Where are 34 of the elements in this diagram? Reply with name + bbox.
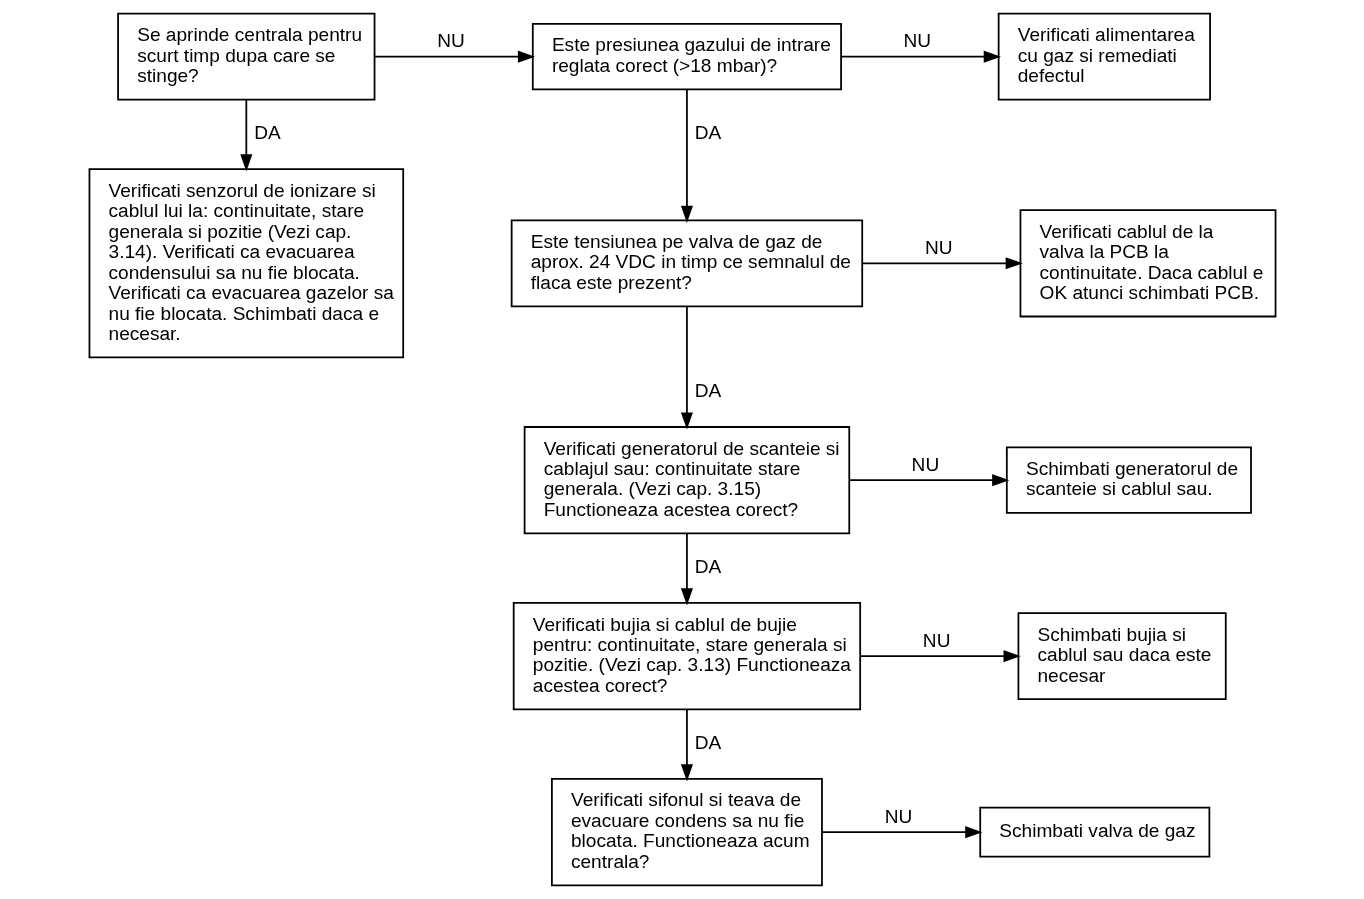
arrow xyxy=(848,474,1009,487)
node-box: Verificati sifonul si teava de evacuare condens sa nu fie blocata. Functioneaza acum centrala? xyxy=(550,778,823,887)
node-box: Este tensiunea pe valva de gaz de aprox. 24 VDC in timp ce semnalul de flaca este prezent? xyxy=(510,219,863,308)
node-box: Verificati cablul de la valva la PCB la continuitate. Daca cablul e OK atunci schimbati PCB. xyxy=(1019,209,1276,318)
node-box: Verificati generatorul de scanteie si cablajul sau: continuitate stare generala. (Vezi cap. 3.15) Functioneaza acestea corect? xyxy=(523,426,850,535)
arrow xyxy=(859,650,1021,663)
edge-label: DA xyxy=(694,380,720,402)
arrow xyxy=(373,50,535,63)
node-box: Este presiunea gazului de intrare reglata corect (>18 mbar)? xyxy=(531,23,842,91)
edge-label: NU xyxy=(902,30,931,52)
arrow xyxy=(680,305,693,430)
node-box: Schimbati generatorul de scanteie si cablul sau. xyxy=(1005,446,1252,514)
edge-label: DA xyxy=(694,732,720,754)
edge-label: NU xyxy=(884,805,912,827)
arrow xyxy=(680,532,693,606)
arrow xyxy=(839,50,1001,63)
node-box: Schimbati valva de gaz xyxy=(978,806,1210,858)
arrow xyxy=(861,257,1023,270)
arrow xyxy=(680,708,693,782)
node-box: Se aprinde centrala pentru scurt timp dupa care se stinge? xyxy=(116,12,375,101)
node-box: Verificati bujia si cablul de bujie pentru: continuitate, stare generala si pozitie. (Vezi cap. 3.13) Functioneaza acestea corect? xyxy=(512,602,861,711)
arrow xyxy=(820,826,982,839)
node-box: Verificati alimentarea cu gaz si remediati defectul xyxy=(997,12,1211,101)
edge-label: NU xyxy=(924,237,952,259)
arrow xyxy=(680,88,693,223)
arrow xyxy=(239,98,252,172)
edge-label: NU xyxy=(911,453,939,475)
edge-label: DA xyxy=(694,122,720,144)
edge-label: DA xyxy=(253,122,280,144)
edge-label: DA xyxy=(694,556,720,578)
node-box: Verificati senzorul de ionizare si cablul lui la: continuitate, stare generala si pozitie (Vezi cap. 3.14). Verificati ca evacuarea condensului sa nu fie blocata. Verificati ca evacuarea gazelor sa nu fie blocata. Schimbati daca e necesar. xyxy=(88,168,404,359)
edge-label: NU xyxy=(436,30,465,52)
edge-label: NU xyxy=(922,629,950,651)
node-box: Schimbati bujia si cablul sau daca este necesar xyxy=(1017,612,1227,700)
